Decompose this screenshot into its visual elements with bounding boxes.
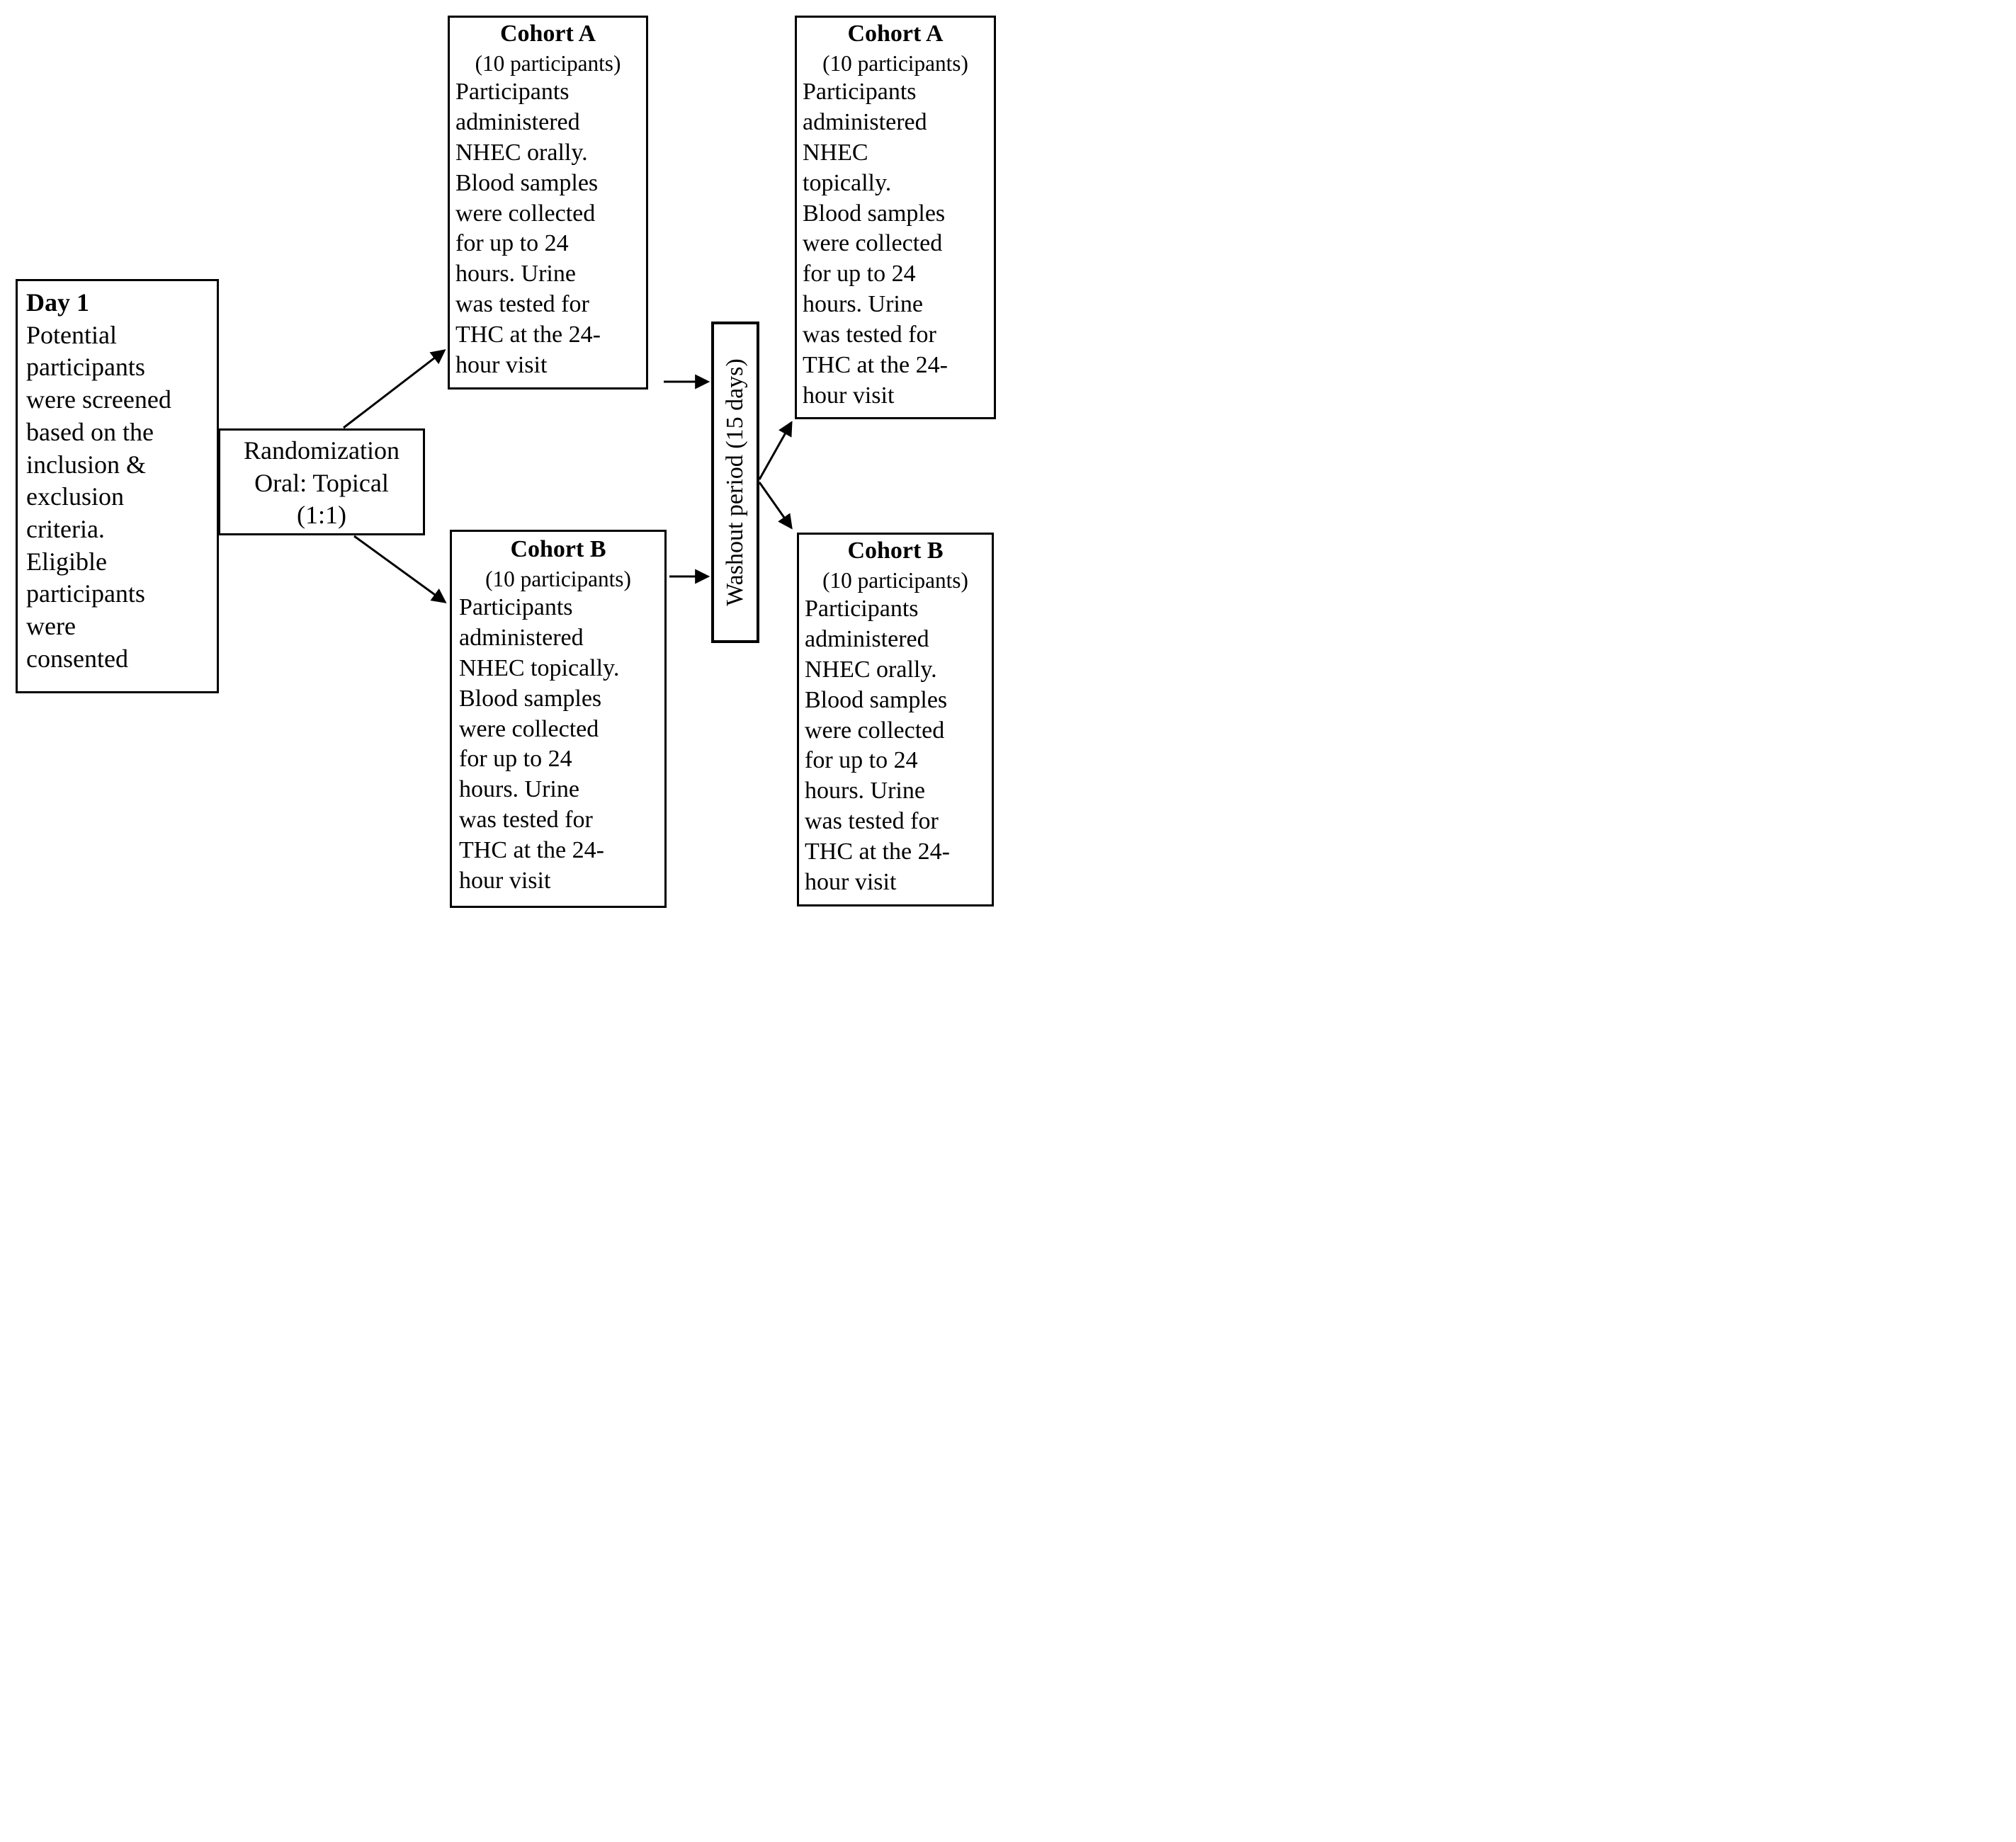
washout-period-text: Washout period (15 days) — [722, 358, 748, 606]
arrow-randomization-to-cohort-b-topical — [353, 535, 447, 603]
cohort-a-topical-box: Cohort A (10 participants) Participants … — [795, 16, 996, 419]
cohort-b-oral-subtitle: (10 participants) — [822, 567, 968, 593]
cohort-a-topical-text: Participants administered NHEC topically… — [803, 79, 948, 409]
cohort-a-topical-subtitle: (10 participants) — [822, 50, 968, 76]
randomization-box: Randomization Oral: Topical (1:1) — [218, 428, 425, 535]
screening-box-title: Day 1 — [26, 288, 89, 317]
randomization-box-text: Randomization Oral: Topical (1:1) — [244, 436, 400, 530]
cohort-a-topical-title: Cohort A — [847, 21, 944, 47]
cohort-b-topical-box: Cohort B (10 participants) Participants … — [450, 530, 667, 908]
arrow-randomization-to-cohort-a-oral — [343, 349, 446, 429]
screening-box-text: Potential participants were screened bas… — [26, 320, 171, 673]
cohort-b-oral-box: Cohort B (10 participants) Participants … — [797, 533, 994, 906]
cohort-a-oral-box: Cohort A (10 participants) Participants … — [448, 16, 648, 390]
cohort-a-oral-subtitle: (10 participants) — [475, 50, 621, 76]
cohort-a-oral-text: Participants administered NHEC orally. B… — [455, 79, 601, 378]
cohort-b-oral-title: Cohort B — [847, 538, 944, 564]
cohort-b-topical-text: Participants administered NHEC topically… — [459, 594, 620, 894]
cohort-b-oral-text: Participants administered NHEC orally. B… — [805, 596, 950, 895]
arrow-washout-to-cohort-b-oral — [758, 482, 793, 530]
cohort-b-topical-subtitle: (10 participants) — [485, 566, 631, 591]
cohort-b-topical-title: Cohort B — [510, 536, 606, 562]
study-flow-diagram: Day 1 Potential participants were screen… — [0, 0, 1008, 921]
arrow-washout-to-cohort-a-topical — [758, 421, 793, 480]
screening-box: Day 1 Potential participants were screen… — [16, 279, 219, 693]
washout-period-box: Washout period (15 days) — [711, 322, 759, 643]
cohort-a-oral-title: Cohort A — [499, 21, 596, 47]
